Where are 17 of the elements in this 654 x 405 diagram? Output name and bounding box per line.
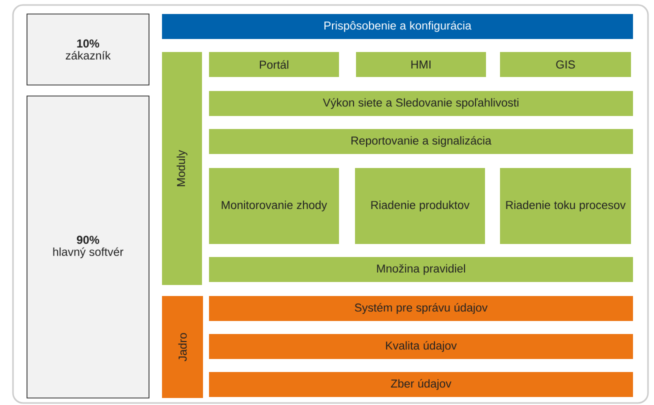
share-box: 90% hlavný softvér	[26, 96, 150, 398]
module-box: GIS	[500, 52, 631, 77]
module-box: Reportovanie a signalizácia	[209, 129, 633, 154]
layer-bar: Prispôsobenie a konfigurácia	[162, 14, 633, 39]
module-box: Portál	[209, 52, 339, 77]
module-box: Množina pravidiel	[209, 257, 633, 282]
layer-side-bar: Jadro	[162, 296, 203, 398]
module-box: Riadenie toku procesov	[500, 168, 631, 244]
module-box: HMI	[356, 52, 486, 77]
share-box: 10% zákazník	[26, 14, 150, 86]
layer-bar: Systém pre správu údajov	[209, 296, 633, 321]
layer-bar: Kvalita údajov	[209, 334, 633, 359]
module-box: Riadenie produktov	[355, 168, 485, 244]
layer-side-bar: Moduly	[162, 52, 202, 285]
layer-bar: Zber údajov	[209, 372, 633, 397]
module-box: Monitorovanie zhody	[209, 168, 339, 244]
module-box: Výkon siete a Sledovanie spoľahlivosti	[209, 91, 633, 116]
